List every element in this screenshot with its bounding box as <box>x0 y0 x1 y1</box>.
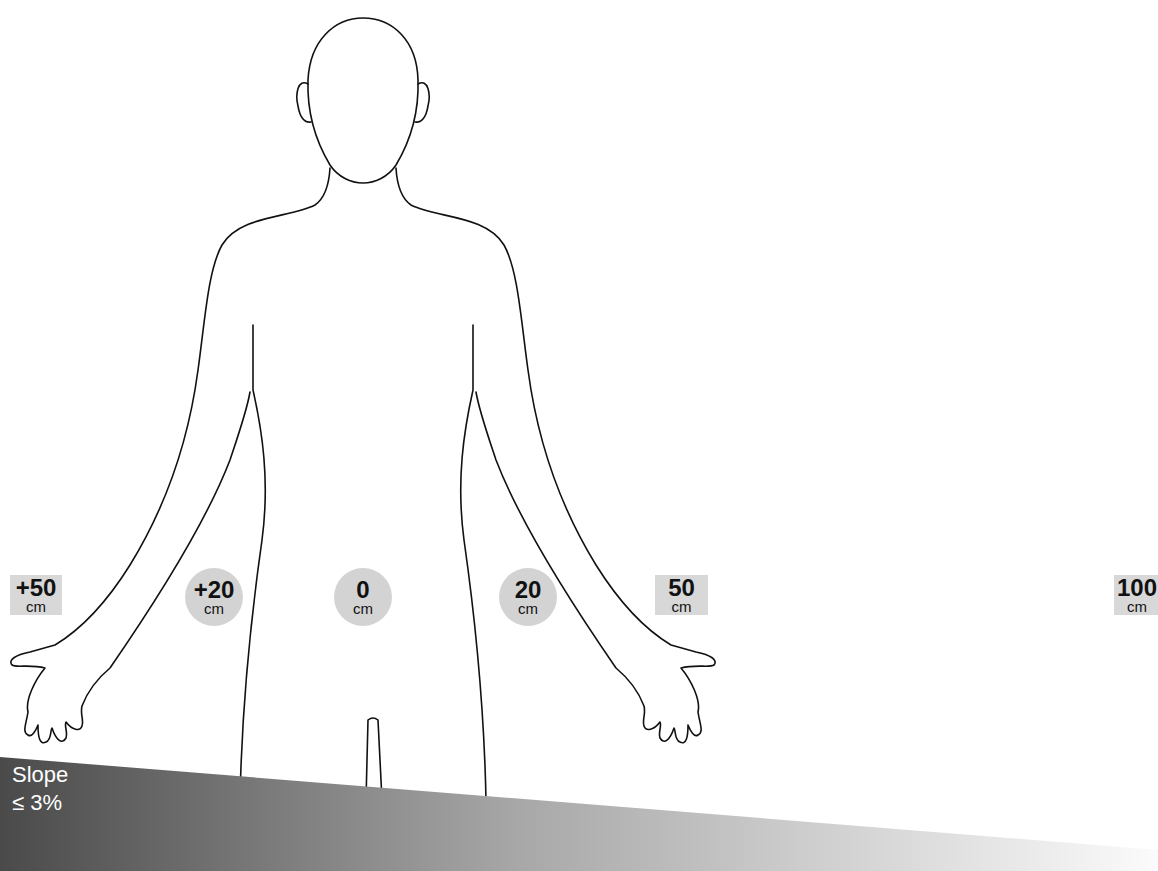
distance-unit: cm <box>26 599 46 614</box>
box-fill <box>655 575 708 615</box>
circle-fill <box>334 568 392 626</box>
distance-box: +50cm <box>10 575 62 615</box>
circle-fill <box>499 568 557 626</box>
box-fill <box>1114 575 1158 615</box>
distance-circle: 20cm <box>499 568 557 626</box>
distance-unit: cm <box>204 601 224 616</box>
circle-fill <box>185 568 243 626</box>
distance-value: 0 <box>356 578 369 601</box>
distance-value: 20 <box>515 578 542 601</box>
distance-circle: 0cm <box>334 568 392 626</box>
distance-unit: cm <box>672 599 692 614</box>
band-shape <box>0 755 1158 871</box>
body-half <box>11 83 330 800</box>
distance-value: 100 <box>1117 576 1157 599</box>
distance-unit: cm <box>518 601 538 616</box>
distance-unit: cm <box>1127 599 1147 614</box>
head-outline <box>308 18 418 183</box>
distance-box: 50cm <box>655 575 708 615</box>
distance-circle: +20cm <box>185 568 243 626</box>
distance-unit: cm <box>353 601 373 616</box>
distance-value: 50 <box>668 576 695 599</box>
body-half-mirror <box>396 83 715 800</box>
slope-wedge <box>0 757 1158 871</box>
distance-box: 100cm <box>1114 575 1158 615</box>
box-fill <box>10 575 62 615</box>
slope-band: Slope ≤ 3% <box>0 755 1158 871</box>
slope-label: Slope ≤ 3% <box>12 761 84 817</box>
distance-value: +20 <box>194 578 235 601</box>
distance-value: +50 <box>16 576 57 599</box>
